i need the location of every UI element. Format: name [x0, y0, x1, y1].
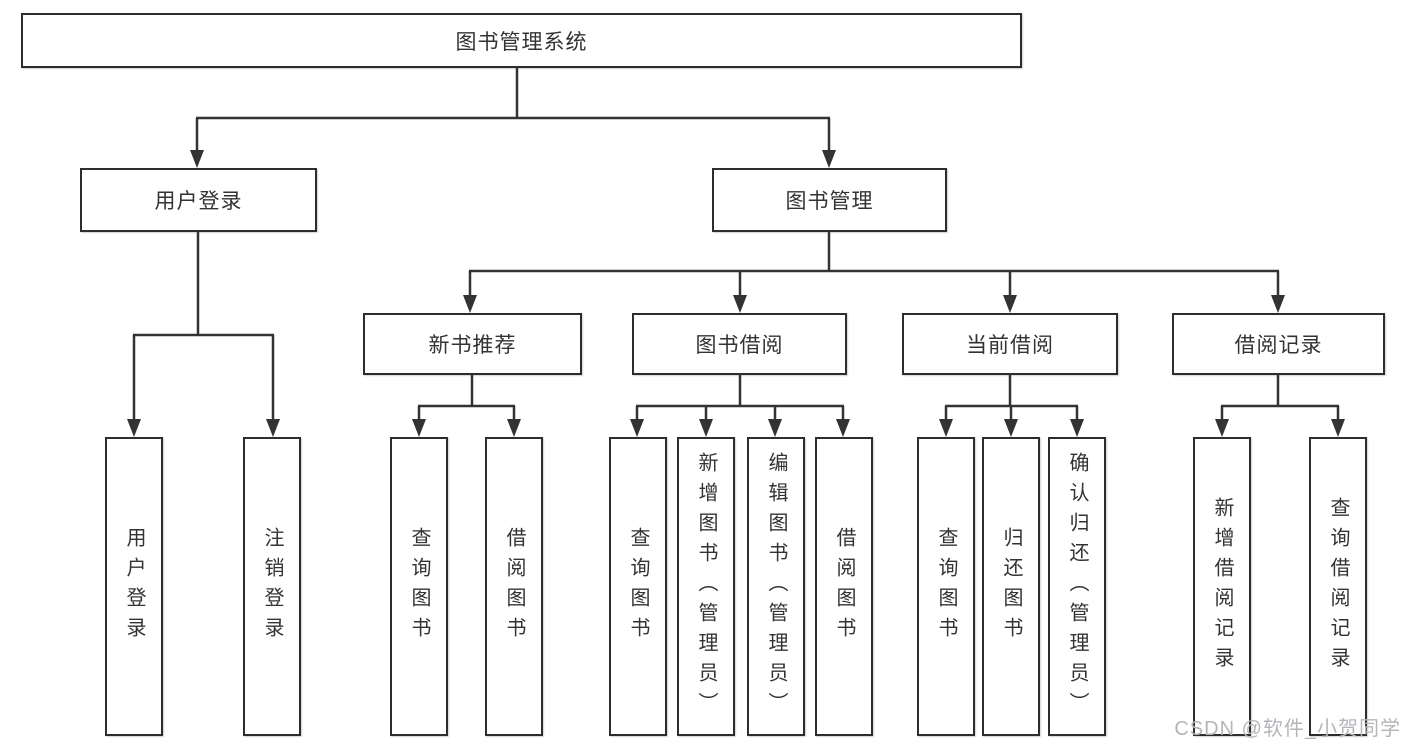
node-label: 用户登录	[123, 526, 145, 647]
node-label: 借阅图书	[833, 526, 855, 647]
node-label: 新增图书（管理员）	[695, 451, 717, 722]
connector-login-children	[127, 232, 280, 437]
leaf-borrow-add-book-admin: 新增图书（管理员）	[677, 437, 735, 736]
node-label: 确认归还（管理员）	[1066, 451, 1088, 722]
node-label: 查询图书	[408, 526, 430, 647]
node-label: 用户登录	[154, 190, 243, 213]
leaf-borrow-query-book: 查询图书	[609, 437, 667, 736]
node-current-borrow: 当前借阅	[902, 313, 1118, 375]
node-label: 新增借阅记录	[1211, 496, 1233, 677]
node-user-login: 用户登录	[80, 168, 317, 232]
node-label: 注销登录	[261, 526, 283, 647]
node-label: 图书管理	[785, 190, 874, 213]
node-label: 图书管理系统	[455, 30, 588, 54]
node-system-root: 图书管理系统	[21, 13, 1022, 68]
node-label: 查询借阅记录	[1327, 496, 1349, 677]
leaf-current-return-book: 归还图书	[982, 437, 1040, 736]
leaf-record-add-record: 新增借阅记录	[1193, 437, 1251, 736]
leaf-logout: 注销登录	[243, 437, 301, 736]
node-borrow-record: 借阅记录	[1172, 313, 1385, 375]
leaf-borrow-edit-book-admin: 编辑图书（管理员）	[747, 437, 805, 736]
node-new-book-recommend: 新书推荐	[363, 313, 582, 375]
csdn-watermark: CSDN @软件_小贺同学	[1174, 718, 1401, 740]
node-label: 借阅记录	[1234, 334, 1323, 357]
node-label: 借阅图书	[503, 526, 525, 647]
node-label: 查询图书	[935, 526, 957, 647]
leaf-record-query-record: 查询借阅记录	[1309, 437, 1367, 736]
leaf-current-confirm-return-admin: 确认归还（管理员）	[1048, 437, 1106, 736]
connector-root-to-level2	[190, 68, 836, 168]
connector-newrec-children	[412, 375, 521, 437]
node-label: 新书推荐	[428, 334, 517, 357]
leaf-newrec-borrow-book: 借阅图书	[485, 437, 543, 736]
leaf-current-query-book: 查询图书	[917, 437, 975, 736]
connector-record-children	[1215, 375, 1345, 437]
connector-current-children	[939, 375, 1084, 437]
node-label: 当前借阅	[966, 334, 1054, 357]
connector-borrow-children	[630, 375, 850, 437]
node-book-borrow: 图书借阅	[632, 313, 847, 375]
node-label: 编辑图书（管理员）	[765, 451, 787, 722]
leaf-user-login: 用户登录	[105, 437, 163, 736]
leaf-borrow-borrow-book: 借阅图书	[815, 437, 873, 736]
node-label: 图书借阅	[695, 334, 784, 357]
connector-mgmt-to-level3	[463, 232, 1285, 313]
node-label: 查询图书	[627, 526, 649, 647]
node-label: 归还图书	[1000, 526, 1022, 647]
leaf-newrec-query-book: 查询图书	[390, 437, 448, 736]
node-book-management: 图书管理	[712, 168, 947, 232]
